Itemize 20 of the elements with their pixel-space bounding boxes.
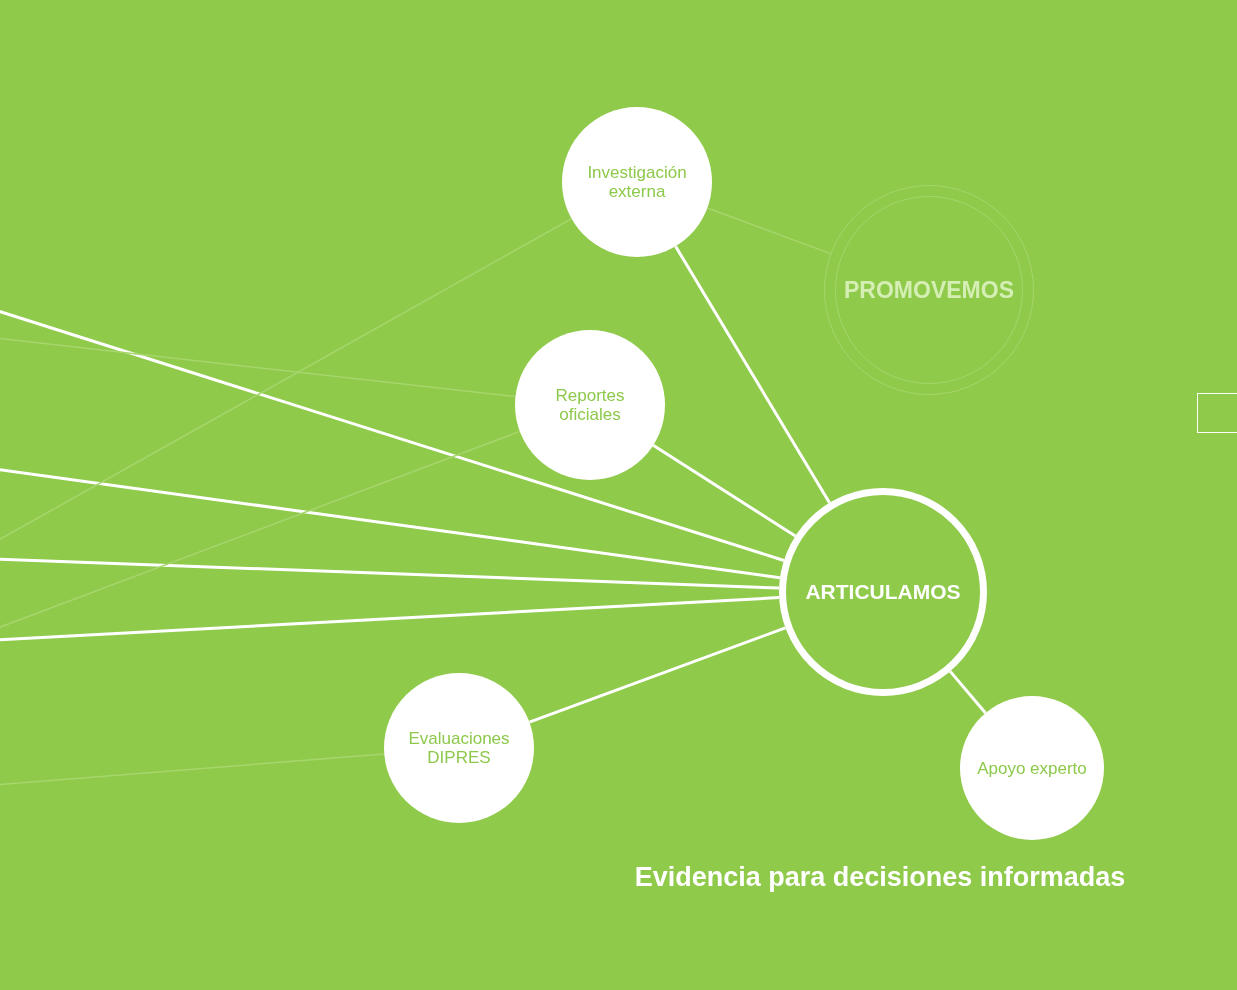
connector-line — [0, 557, 780, 590]
connector-line — [652, 444, 797, 538]
connector-line — [674, 245, 831, 504]
faded-label: PROMOVEMOS — [844, 276, 1014, 304]
connector-line — [706, 207, 832, 255]
node-label: Evaluaciones DIPRES — [407, 729, 511, 767]
connector-line — [0, 596, 780, 642]
connector-line — [0, 753, 385, 786]
diagram-title: Evidencia para decisiones informadas — [633, 862, 1127, 893]
connector-line — [949, 670, 987, 714]
hub-label: ARTICULAMOS — [805, 580, 961, 604]
connector-line — [0, 337, 517, 398]
node-label: Reportes oficiales — [554, 386, 626, 424]
connector-line — [0, 430, 521, 630]
connector-line — [528, 626, 786, 724]
node-label: Investigación externa — [586, 163, 688, 201]
node-label: Apoyo experto — [977, 758, 1087, 778]
connector-line — [0, 467, 781, 580]
connector-line — [0, 308, 785, 562]
connector-line — [0, 217, 573, 543]
